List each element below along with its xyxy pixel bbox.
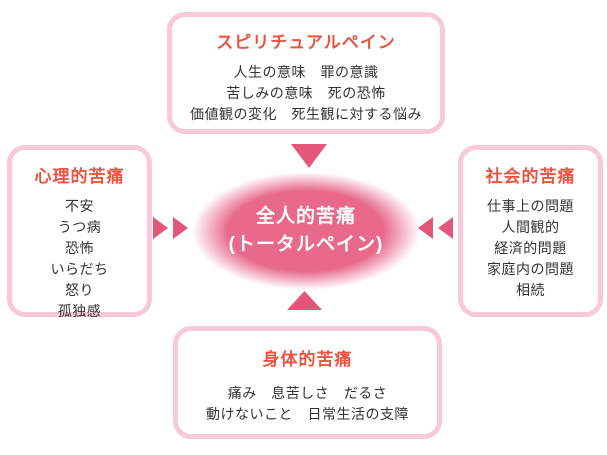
box-physical-pain-line-2: 動けないこと 日常生活の支障 [206,406,409,422]
box-social-pain: 社会的苦痛 仕事上の問題 人間観的 経済的問題 家庭内の問題 相続 [458,145,603,317]
box-psychological-pain-line-4: いらだち [50,261,109,277]
box-spiritual-pain-line-3: 価値観の変化 死生観に対する悩み [190,106,422,122]
total-pain-label: 全人的苦痛 (トータルペイン) [229,203,384,259]
arrow-right-icon-1 [153,217,168,239]
box-social-pain-line-3: 経済的問題 [494,240,567,256]
box-psychological-pain: 心理的苦痛 不安 うつ病 恐怖 いらだち 怒り 孤独感 [7,145,152,319]
arrow-left-icon-2 [438,217,453,239]
box-physical-pain-title: 身体的苦痛 [262,350,353,369]
box-spiritual-pain-line-2: 苦しみの意味 死の恐怖 [226,85,386,101]
box-spiritual-pain: スピリチュアルペイン 人生の意味 罪の意識 苦しみの意味 死の恐怖 価値観の変化… [167,12,445,134]
box-social-pain-line-5: 相続 [516,282,545,298]
box-psychological-pain-line-6: 孤独感 [57,303,102,319]
arrow-left-icon-1 [418,217,433,239]
box-psychological-pain-line-1: 不安 [65,198,94,214]
box-social-pain-line-4: 家庭内の問題 [487,261,574,277]
total-pain-ellipse: 全人的苦痛 (トータルペイン) [192,172,420,290]
box-physical-pain-line-1: 痛み 息苦しさ だるさ [227,385,388,401]
box-spiritual-pain-title: スピリチュアルペイン [216,33,396,52]
box-social-pain-title: 社会的苦痛 [485,167,576,186]
arrow-up-icon [287,291,322,310]
total-pain-label-line-2: (トータルペイン) [228,234,384,255]
arrow-right-icon-2 [173,217,188,239]
box-psychological-pain-title: 心理的苦痛 [34,167,125,186]
box-psychological-pain-line-3: 恐怖 [65,240,94,256]
box-psychological-pain-line-2: うつ病 [57,219,102,235]
box-social-pain-line-1: 仕事上の問題 [487,198,574,214]
box-physical-pain: 身体的苦痛 痛み 息苦しさ だるさ 動けないこと 日常生活の支障 [173,326,442,439]
box-spiritual-pain-line-1: 人生の意味 罪の意識 [233,64,379,80]
total-pain-label-line-1: 全人的苦痛 [255,206,356,227]
box-psychological-pain-line-5: 怒り [65,282,94,298]
arrow-down-icon [291,144,327,168]
box-social-pain-line-2: 人間観的 [501,219,560,235]
